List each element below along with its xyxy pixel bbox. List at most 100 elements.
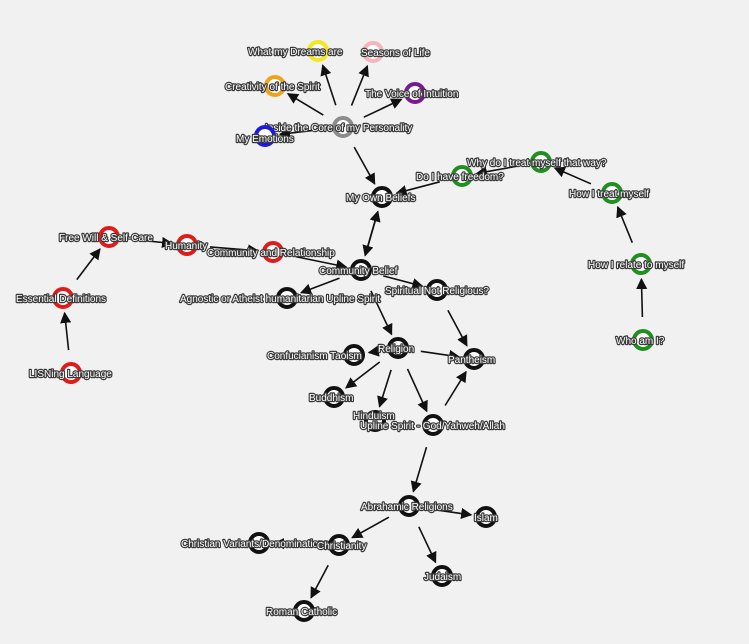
node-ring[interactable] — [52, 287, 74, 309]
node-why-treat-myself[interactable]: Why do I treat myself that way? — [466, 151, 608, 173]
node-label[interactable]: Islam — [473, 512, 499, 525]
node-ring[interactable] — [404, 82, 426, 104]
node-confucianism-taoism[interactable]: Confucianism Taoism — [266, 344, 365, 366]
node-hinduism[interactable]: Hinduism — [352, 410, 396, 432]
node-ring[interactable] — [451, 165, 473, 187]
node-community-relationship[interactable]: Community and Relationship — [206, 241, 337, 263]
node-what-my-dreams[interactable]: What my Dreams are — [247, 40, 344, 62]
node-label[interactable]: Christian Variants/Denominations — [180, 538, 330, 551]
node-christian-variants[interactable]: Christian Variants/Denominations — [180, 532, 330, 554]
node-spiritual-not-religious[interactable]: Spiritual Not Religious? — [384, 279, 491, 301]
node-ring[interactable] — [343, 344, 365, 366]
node-ring[interactable] — [530, 151, 552, 173]
node-ring[interactable] — [248, 532, 270, 554]
node-label[interactable]: Spiritual Not Religious? — [384, 285, 491, 298]
node-label[interactable]: Pantheism — [447, 354, 497, 367]
node-how-treat-myself[interactable]: How I treat myself — [568, 182, 651, 204]
node-ring[interactable] — [264, 75, 286, 97]
node-humanity[interactable]: Humanity — [164, 234, 209, 256]
node-ring[interactable] — [398, 495, 420, 517]
node-label[interactable]: Confucianism Taoism — [266, 350, 363, 363]
node-abrahamic-religions[interactable]: Abrahamic Religions — [360, 495, 454, 517]
node-ring[interactable] — [254, 125, 276, 147]
node-agnostic-atheist[interactable]: Agnostic or Atheist humanitarian Upline … — [179, 287, 382, 309]
node-ring[interactable] — [632, 329, 654, 351]
node-community-belief[interactable]: Community Belief — [318, 259, 399, 281]
node-ring[interactable] — [293, 600, 315, 622]
node-upline-spirit-god[interactable]: Upline Spirit - God/Yahweh/Allah — [359, 414, 506, 436]
node-creativity-of-the-spirit[interactable]: Creativity of the Spirit — [224, 75, 322, 97]
node-label[interactable]: Why do I treat myself that way? — [466, 157, 608, 170]
node-free-will-self-care[interactable]: Free Will & Self-Care — [58, 226, 155, 248]
node-label[interactable]: Christianity — [316, 540, 368, 553]
node-my-own-beliefs[interactable]: My Own Beliefs — [345, 186, 417, 208]
node-ring[interactable] — [601, 182, 623, 204]
node-label[interactable]: Religion — [377, 343, 416, 356]
node-label[interactable]: Abrahamic Religions — [360, 501, 454, 514]
node-ring[interactable] — [262, 241, 284, 263]
node-label[interactable]: Free Will & Self-Care — [58, 232, 155, 245]
node-christianity[interactable]: Christianity — [316, 534, 368, 556]
node-label[interactable]: How I relate to myself — [587, 259, 686, 272]
node-ring[interactable] — [332, 116, 354, 138]
node-ring[interactable] — [475, 506, 497, 528]
node-ring[interactable] — [328, 534, 350, 556]
node-core-of-personality[interactable]: Inside the Core of my Personality — [264, 116, 414, 138]
node-label[interactable]: Humanity — [164, 240, 209, 253]
node-roman-catholic[interactable]: Roman Catholic — [265, 600, 339, 622]
node-label[interactable]: Essential Definitions — [15, 293, 107, 306]
edge-core-of-personality-to-voice-of-intuition — [363, 98, 403, 118]
node-label[interactable]: Buddhism — [308, 392, 355, 405]
node-label[interactable]: Seasons of Life — [360, 47, 432, 60]
node-label[interactable]: LISNing Language — [28, 368, 114, 381]
node-label[interactable]: Who am I? — [615, 335, 666, 348]
node-ring[interactable] — [60, 362, 82, 384]
node-ring[interactable] — [276, 287, 298, 309]
node-label[interactable]: Upline Spirit - God/Yahweh/Allah — [359, 420, 506, 433]
node-ring[interactable] — [323, 386, 345, 408]
node-ring[interactable] — [426, 279, 448, 301]
node-how-relate-myself[interactable]: How I relate to myself — [587, 253, 686, 275]
node-my-emotions[interactable]: My Emotions — [235, 125, 295, 147]
node-label[interactable]: The Voice of Intuition — [364, 88, 460, 101]
node-label[interactable]: Community Belief — [318, 265, 399, 278]
node-ring[interactable] — [630, 253, 652, 275]
node-ring[interactable] — [350, 259, 372, 281]
node-label[interactable]: Inside the Core of my Personality — [264, 122, 414, 135]
node-label[interactable]: Do I have freedom? — [415, 171, 506, 184]
node-label[interactable]: Agnostic or Atheist humanitarian Upline … — [179, 293, 382, 306]
node-ring[interactable] — [371, 186, 393, 208]
node-essential-definitions[interactable]: Essential Definitions — [15, 287, 107, 309]
node-religion[interactable]: Religion — [377, 337, 416, 359]
node-label[interactable]: Community and Relationship — [206, 247, 337, 260]
node-label[interactable]: Hinduism — [352, 410, 396, 423]
node-seasons-of-life[interactable]: Seasons of Life — [360, 41, 432, 63]
nodes-layer: What my Dreams are Seasons of LifeCreativ… — [15, 40, 686, 622]
node-ring[interactable] — [422, 414, 444, 436]
node-islam[interactable]: Islam — [473, 506, 499, 528]
node-ring[interactable] — [387, 337, 409, 359]
node-listing-language[interactable]: LISNing Language — [28, 362, 114, 384]
node-ring[interactable] — [431, 565, 453, 587]
node-ring[interactable] — [463, 348, 485, 370]
node-ring[interactable] — [98, 226, 120, 248]
node-label[interactable]: Judaism — [423, 571, 463, 584]
node-label[interactable]: What my Dreams are — [247, 46, 344, 59]
node-judaism[interactable]: Judaism — [423, 565, 463, 587]
node-ring[interactable] — [364, 410, 386, 432]
node-label[interactable]: Roman Catholic — [265, 606, 339, 619]
edge-christianity-to-roman-catholic — [310, 564, 329, 599]
node-pantheism[interactable]: Pantheism — [447, 348, 497, 370]
node-ring[interactable] — [362, 41, 384, 63]
node-label[interactable]: My Emotions — [235, 133, 295, 146]
node-ring[interactable] — [176, 234, 198, 256]
node-label[interactable]: Creativity of the Spirit — [224, 81, 322, 94]
edge-core-of-personality-to-my-emotions — [278, 127, 321, 139]
node-buddhism[interactable]: Buddhism — [308, 386, 355, 408]
node-ring[interactable] — [307, 40, 329, 62]
node-who-am-i[interactable]: Who am I? — [615, 329, 666, 351]
node-label[interactable]: My Own Beliefs — [345, 192, 417, 205]
node-voice-of-intuition[interactable]: The Voice of Intuition — [364, 82, 460, 104]
node-label[interactable]: How I treat myself — [568, 188, 651, 201]
node-have-freedom[interactable]: Do I have freedom? — [415, 165, 506, 187]
